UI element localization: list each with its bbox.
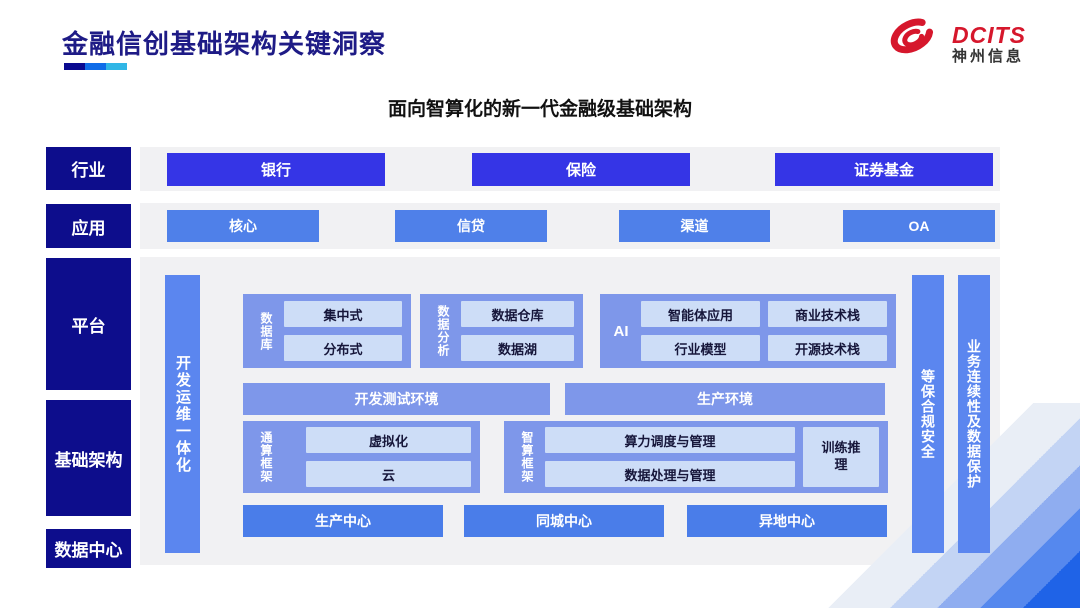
database-item-centralized: 集中式 [284,301,402,327]
ai-group-label: AI [613,322,629,340]
industry-item-bank: 银行 [167,153,385,186]
ai-item-opensource-stack: 开源技术栈 [768,335,887,361]
ai-item-agent-app: 智能体应用 [641,301,760,327]
security-bar-label: 等保合规安全 [920,369,936,459]
layer-label-infrastructure: 基础架构 [46,400,131,516]
layer-label-industry: 行业 [46,147,131,190]
industry-item-insurance: 保险 [472,153,690,186]
layer-label-platform: 平台 [46,258,131,390]
application-item-oa: OA [843,210,995,242]
intelligent-compute-label: 智算框架 [520,431,534,483]
industry-row-panel: 银行 保险 证券基金 [140,147,1000,191]
intelligent-compute-item-scheduling: 算力调度与管理 [545,427,795,453]
logo-brand-text: DCITS [952,21,1026,48]
platform-area-panel: 开发运维一体化 数据库 集中式 分布式 数据分析 数据仓库 数据湖 AI 智能体… [140,257,1000,565]
diagram-subtitle: 面向智算化的新一代金融级基础架构 [387,99,692,120]
corner-diagonal-decoration [810,403,1080,608]
logo-company-text: 神州信息 [952,47,1025,65]
application-item-credit: 信贷 [395,210,547,242]
industry-item-securities: 证券基金 [775,153,993,186]
security-compliance-bar: 等保合规安全 [912,275,944,553]
page-title: 金融信创基础架构关键洞察 [62,29,387,59]
dev-test-environment-bar: 开发测试环境 [243,383,550,415]
ai-group: AI 智能体应用 商业技术栈 行业模型 开源技术栈 [600,294,896,368]
general-compute-label: 通算框架 [259,431,273,483]
analytics-group-label: 数据分析 [436,305,450,357]
title-underline [64,63,127,70]
same-city-center-bar: 同城中心 [464,505,664,537]
production-center-bar: 生产中心 [243,505,443,537]
database-group-label: 数据库 [259,311,273,351]
analytics-group: 数据分析 数据仓库 数据湖 [420,294,583,368]
analytics-item-lake: 数据湖 [461,335,574,361]
general-compute-item-cloud: 云 [306,461,471,487]
layer-label-datacenter: 数据中心 [46,529,131,568]
general-compute-group: 通算框架 虚拟化 云 [243,421,480,493]
underline-segment-light [106,63,127,70]
underline-segment-medium [85,63,106,70]
devops-integration-bar: 开发运维一体化 [165,275,200,553]
intelligent-compute-item-data-management: 数据处理与管理 [545,461,795,487]
database-group: 数据库 集中式 分布式 [243,294,411,368]
application-item-channel: 渠道 [619,210,770,242]
database-item-distributed: 分布式 [284,335,402,361]
ai-item-commercial-stack: 商业技术栈 [768,301,887,327]
application-item-core: 核心 [167,210,319,242]
application-row-panel: 核心 信贷 渠道 OA [140,203,1000,249]
devops-bar-label: 开发运维一体化 [174,354,191,474]
business-continuity-bar: 业务连续性及数据保护 [958,275,990,553]
analytics-item-warehouse: 数据仓库 [461,301,574,327]
continuity-bar-label: 业务连续性及数据保护 [966,339,982,489]
layer-label-application: 应用 [46,204,131,248]
general-compute-item-virtualization: 虚拟化 [306,427,471,453]
dcits-swirl-icon [886,18,944,69]
company-logo: DCITS 神州信息 [886,18,1026,69]
underline-segment-dark [64,63,85,70]
ai-item-industry-model: 行业模型 [641,335,760,361]
